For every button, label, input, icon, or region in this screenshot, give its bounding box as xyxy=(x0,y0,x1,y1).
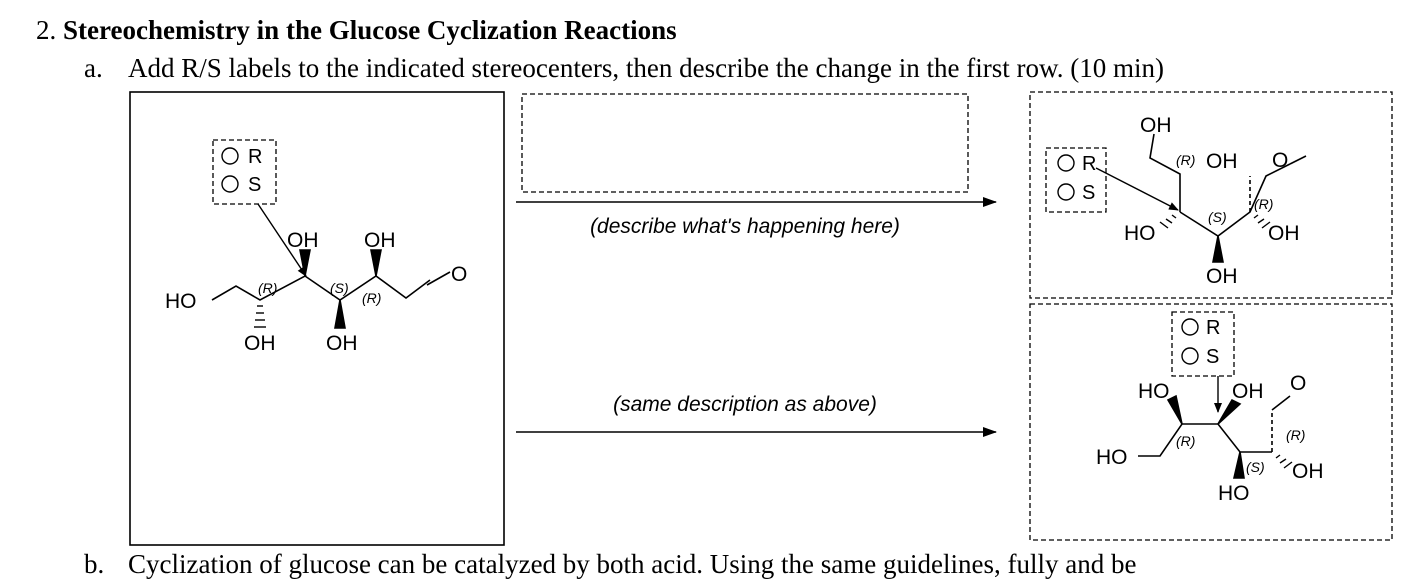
question-a-letter: a. xyxy=(84,53,103,83)
descriptor-c3: (S) xyxy=(330,280,349,296)
atom-oh-upper-bottom: OH xyxy=(1232,380,1264,403)
question-a-text: Add R/S labels to the indicated stereoce… xyxy=(128,53,1164,83)
radio-r-top-right[interactable] xyxy=(1057,154,1075,172)
product-top-structure xyxy=(1149,133,1307,263)
atom-ho-top: HO xyxy=(1124,222,1156,245)
radio-s-bottom-right[interactable] xyxy=(1181,347,1199,365)
rs-choice-box-top-right: R S xyxy=(1045,147,1107,213)
choice-s-top-right: S xyxy=(1082,182,1095,204)
indicator-arrow-top-right xyxy=(1095,167,1179,211)
atom-ho-c6: HO xyxy=(165,290,197,313)
section-title: Stereochemistry in the Glucose Cyclizati… xyxy=(63,15,677,45)
descriptor-c2: (R) xyxy=(362,290,381,306)
descriptor-bottom-c2: (R) xyxy=(1286,427,1305,443)
descriptor-c5: (R) xyxy=(258,280,277,296)
radio-s-left[interactable] xyxy=(221,175,239,193)
arrow-label-top: (describe what's happening here) xyxy=(590,215,900,238)
atom-oh-c2: OH xyxy=(364,229,396,252)
radio-r-left[interactable] xyxy=(221,147,239,165)
atom-oh-c4: OH xyxy=(287,229,319,252)
product-bottom-structure xyxy=(1138,394,1293,479)
glucose-open-chain-structure xyxy=(211,249,451,329)
choice-s-left: S xyxy=(248,174,261,196)
descriptor-top-c3: (S) xyxy=(1208,209,1227,225)
atom-o-aldehyde-top: O xyxy=(1272,149,1288,172)
product-top-box xyxy=(1029,91,1393,299)
atom-oh-ring-top: OH xyxy=(1206,150,1238,173)
glucose-open-chain-box xyxy=(129,91,505,546)
atom-oh-c3: OH xyxy=(326,332,358,355)
arrow-label-bottom: (same description as above) xyxy=(613,393,877,416)
atom-ho-ch2-bottom: HO xyxy=(1096,446,1128,469)
section-number: 2. xyxy=(36,15,57,45)
descriptor-bottom-c3: (S) xyxy=(1246,459,1265,475)
atom-o-aldehyde-bottom: O xyxy=(1290,372,1306,395)
product-bottom-box xyxy=(1029,303,1393,541)
atom-oh-bottom-top: OH xyxy=(1206,265,1238,288)
radio-r-bottom-right[interactable] xyxy=(1181,318,1199,336)
section-heading: 2. Stereochemistry in the Glucose Cycliz… xyxy=(36,14,677,46)
atom-oh-right-bottom: OH xyxy=(1292,460,1324,483)
atom-oh-right-top: OH xyxy=(1268,222,1300,245)
indicator-arrow-left xyxy=(257,203,307,277)
reaction-scheme: R S HO OH OH OH OH O (R) (S) (R) (descri… xyxy=(129,91,1393,546)
descriptor-top-c5: (R) xyxy=(1176,152,1195,168)
radio-s-top-right[interactable] xyxy=(1057,183,1075,201)
atom-oh-c5: OH xyxy=(244,332,276,355)
choice-s-bottom-right: S xyxy=(1206,346,1219,368)
rs-choice-box-bottom-right: R S xyxy=(1171,311,1235,377)
descriptor-top-c2: (R) xyxy=(1254,196,1273,212)
atom-ho-lower-bottom: HO xyxy=(1218,482,1250,505)
atom-o-aldehyde-left: O xyxy=(451,263,467,286)
description-answer-box[interactable] xyxy=(521,93,969,193)
atom-oh-ch2oh-top: OH xyxy=(1140,114,1172,137)
choice-r-left: R xyxy=(248,146,262,168)
question-a: a. Add R/S labels to the indicated stereo… xyxy=(84,52,1164,84)
choice-r-top-right: R xyxy=(1082,153,1096,175)
choice-r-bottom-right: R xyxy=(1206,317,1220,339)
atom-ho-upper-bottom: HO xyxy=(1138,380,1170,403)
descriptor-bottom-c5: (R) xyxy=(1176,433,1195,449)
rs-choice-box-left: R S xyxy=(212,139,277,205)
